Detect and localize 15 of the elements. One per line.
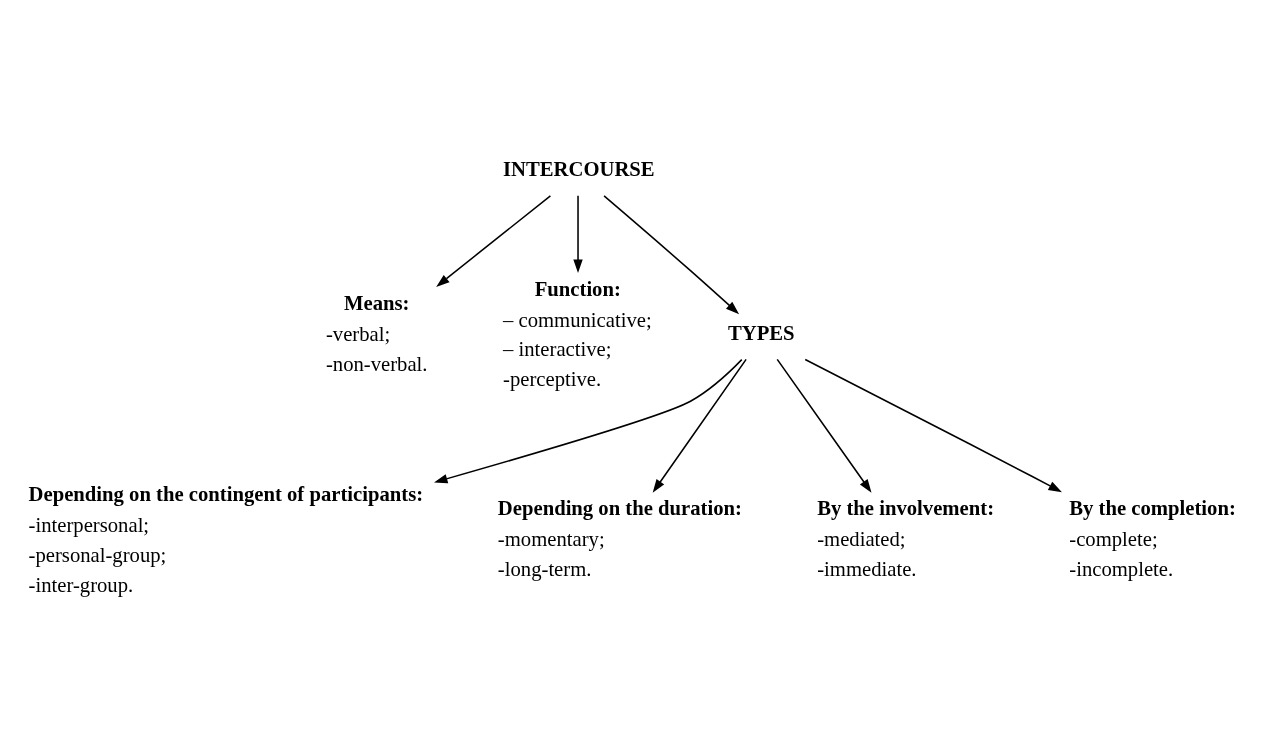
arrow — [804, 358, 1062, 492]
node-text: INTERCOURSE — [503, 157, 655, 180]
arrow — [436, 194, 552, 287]
node-text: TYPES — [727, 321, 795, 344]
node-text: Function: – communicative; – interactive; -perceptive. — [503, 277, 652, 390]
node-text: Means: -verbal; -non-verbal. — [325, 291, 428, 375]
node-text: By the completion: -complete; -incomplete. — [1069, 496, 1236, 580]
node-text: Depending on the duration: -momentary; -long-term. — [497, 496, 742, 580]
arrow — [603, 194, 740, 314]
arrow — [776, 358, 872, 493]
arrow — [434, 358, 743, 483]
node-text: By the involvement: -mediated; -immediate. — [817, 496, 995, 580]
arrow — [652, 358, 747, 493]
node-text: Depending on the contingent of participants: -interpersonal; -personal-group; -inter-group. — [28, 482, 424, 596]
arrow — [573, 194, 583, 273]
